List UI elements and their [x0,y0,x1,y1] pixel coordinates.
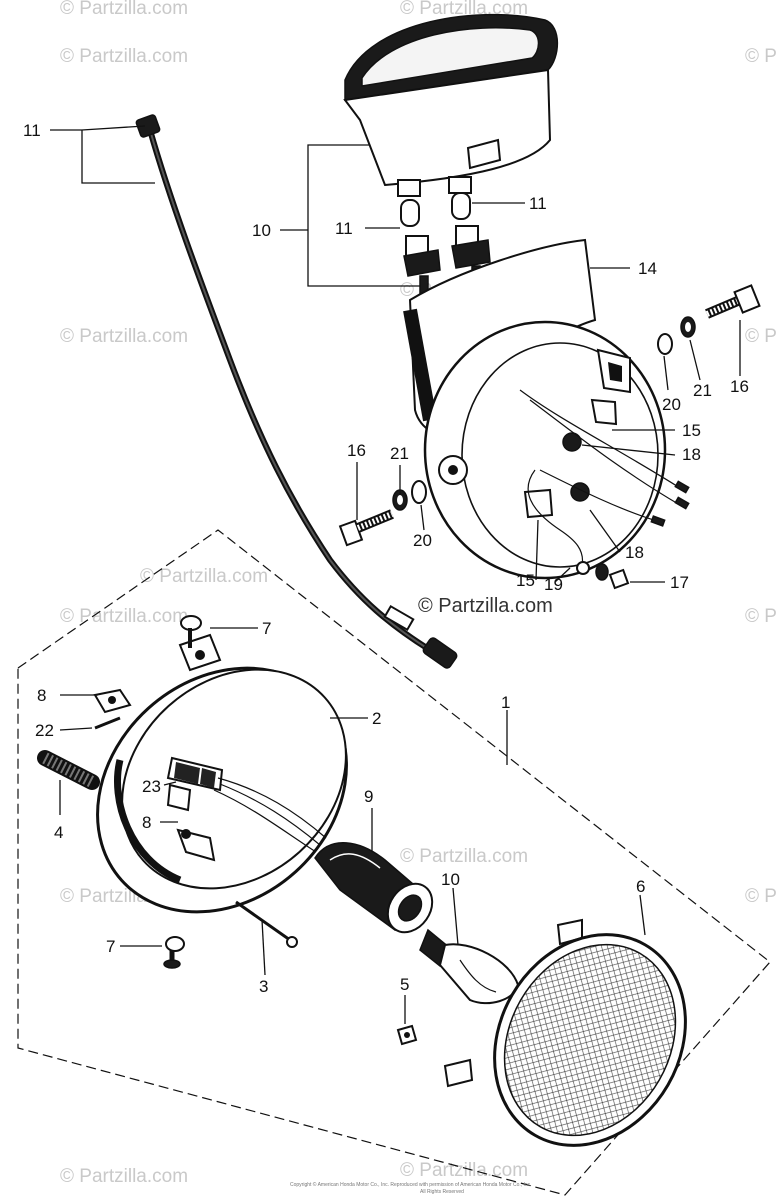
copyright-line-2: All Rights Reserved [420,1189,464,1195]
callout-15: 15 [682,421,701,440]
watermark: © Partzilla.com [745,886,776,907]
callout-16: 16 [347,441,366,460]
footer-copyright: Copyright © American Honda Motor Co., In… [290,1181,532,1195]
watermark: © Partzilla.com [60,326,188,347]
callout-4: 4 [54,823,63,842]
callout-1: 1 [501,693,510,712]
callout-7: 7 [262,619,271,638]
center-watermark: © Partzilla.com [418,595,553,617]
callout-2: 2 [372,709,381,728]
headlight-rim [96,633,348,914]
left-mounting-bolt [338,480,427,547]
headlight-case [403,238,690,580]
callout-labels: 11 10 11 11 14 16 21 20 15 18 16 21 20 1… [23,121,749,996]
nut-5 [396,1024,418,1046]
callout-21: 21 [693,381,712,400]
callout-18: 18 [625,543,644,562]
watermark: © Partzilla.com [745,326,776,347]
headlight-bulb [419,928,520,1005]
watermark: © Partzilla.com [60,1166,188,1187]
callout-17: 17 [670,573,689,592]
callout-7: 7 [106,937,115,956]
callout-15: 15 [516,571,535,590]
callout-19: 19 [544,575,563,594]
watermark: © Partzilla.com [60,46,188,67]
watermark: © Partzilla.com [745,46,776,67]
watermark: © Partzilla.com [60,606,188,627]
headlight-lens [443,918,687,1147]
screw-7-top [180,615,202,648]
callout-8: 8 [142,813,151,832]
callout-20: 20 [662,395,681,414]
watermark: © Partzilla.com [745,606,776,627]
right-mounting-bolt [657,284,761,355]
callout-11: 11 [529,194,547,213]
speedometer-cable [135,114,458,669]
speedometer [343,13,559,197]
callout-10: 10 [441,870,460,889]
screw-7-bottom [163,936,185,969]
adjusting-spring [37,750,100,790]
callout-16: 16 [730,377,749,396]
callout-14: 14 [638,259,657,278]
watermark: © Partzilla.com [140,566,268,587]
callout-11: 11 [335,219,353,238]
leader-lines [50,125,741,1024]
wire-connector [166,756,327,853]
screw-3 [235,900,298,948]
watermark: © Partzilla.com [400,1160,528,1181]
watermarks: © Partzilla.com © Partzilla.com © Partzi… [60,0,776,1187]
callout-6: 6 [636,877,645,896]
callout-12: 10 [252,221,271,240]
callout-23: 23 [142,777,161,796]
watermark: © Partzilla.com [60,0,188,19]
callout-18: 18 [682,445,701,464]
clip-22 [94,716,121,730]
callout-5: 5 [400,975,409,994]
callout-21: 21 [390,444,409,463]
callout-3: 3 [259,977,268,996]
callout-13: 11 [23,121,41,140]
screw-17 [595,563,630,590]
nut-8 [93,688,132,714]
callout-20: 20 [413,531,432,550]
callout-9: 9 [364,787,373,806]
copyright-line: Copyright © American Honda Motor Co., In… [290,1181,532,1188]
bulb-socket [314,842,434,934]
callout-8: 8 [37,686,46,705]
callout-22: 22 [35,721,54,740]
meter-bulbs [400,192,491,297]
watermark: © Partzilla.com [400,846,528,867]
